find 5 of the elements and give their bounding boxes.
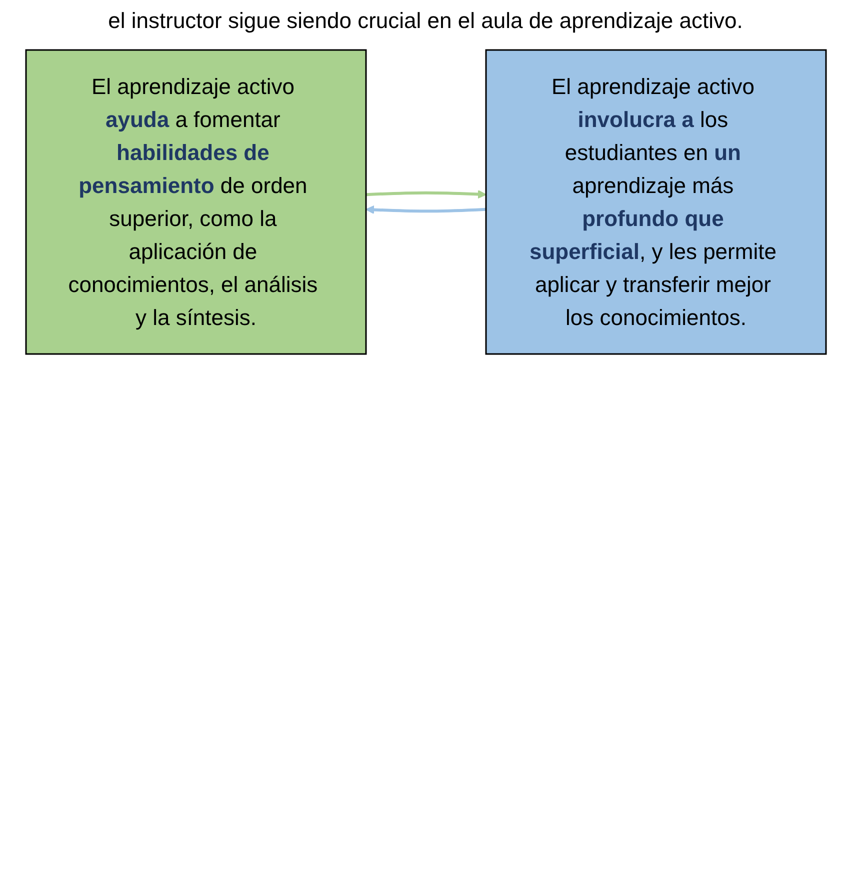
node-box: El aprendizaje activo ayuda a fomentar habilidades de pensamiento de orden superior, como la aplicación de conocimientos, el análisis y la síntesis. [24, 49, 366, 355]
arrow [365, 190, 486, 199]
node-box: El aprendizaje activo involucra a los estudiantes en un aprendizaje más profundo que superficial, y les permite aplicar y transferir mejor los conocimientos. [484, 49, 826, 355]
arrow [365, 205, 486, 214]
title: el instructor sigue siendo crucial en el aula de aprendizaje activo. [107, 7, 744, 35]
